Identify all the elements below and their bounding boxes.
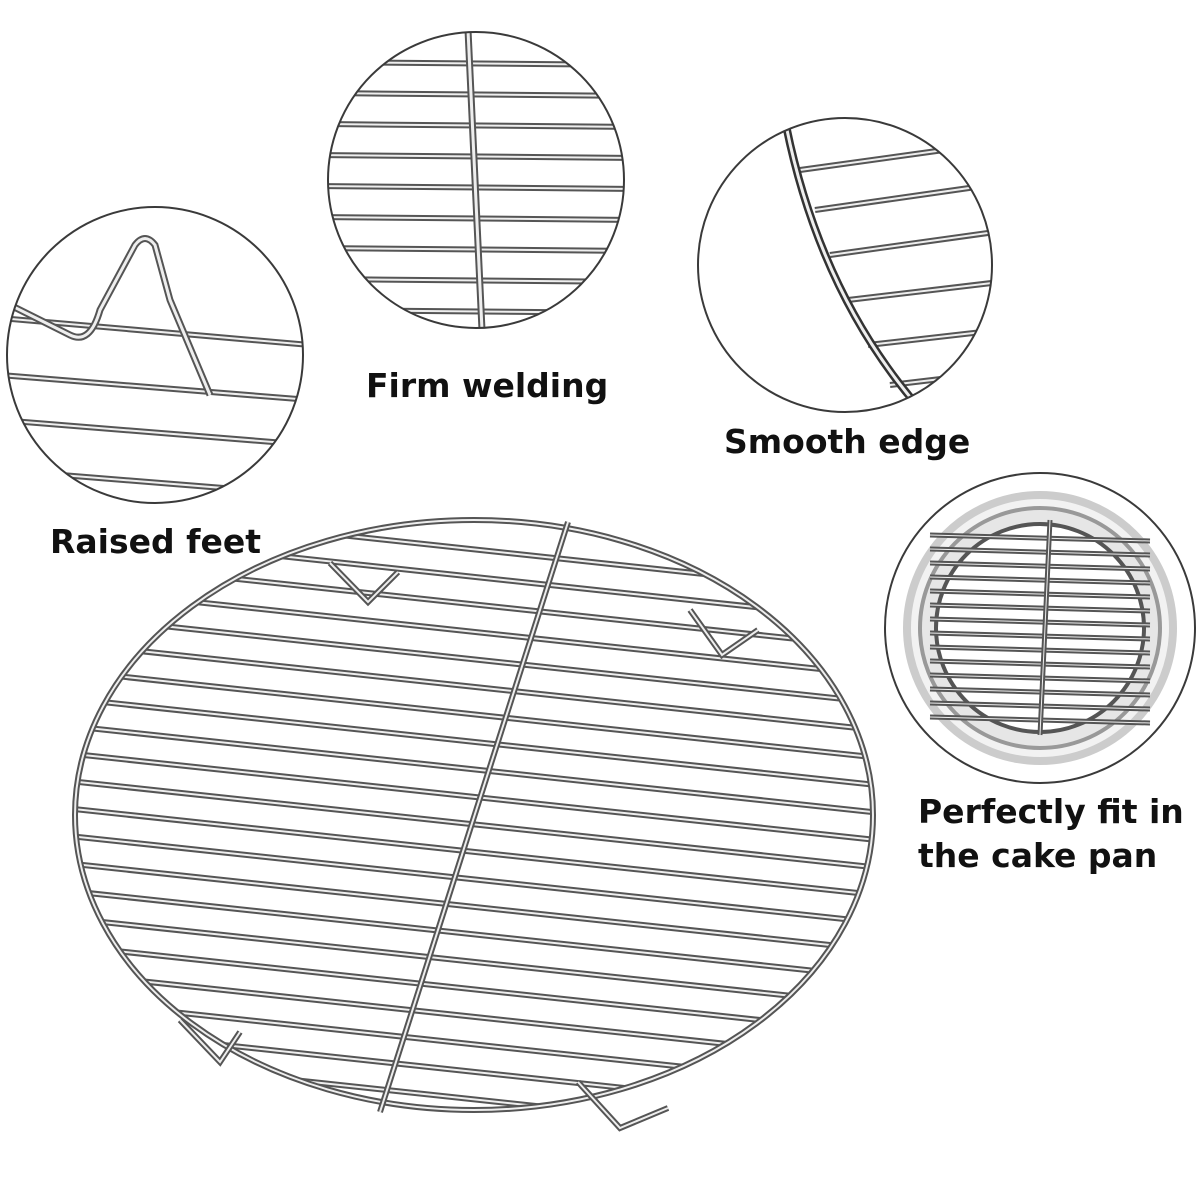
firm-welding-label: Firm welding: [366, 366, 609, 405]
rack-foot: [687, 608, 760, 660]
cake-pan-fit-label: Perfectly fit in the cake pan: [918, 790, 1184, 878]
smooth-edge-label: Smooth edge: [724, 422, 971, 461]
rack-foot: [575, 1079, 670, 1132]
rack-foot: [177, 1017, 243, 1067]
smooth-edge-detail: [697, 117, 993, 413]
cake-pan-fit-label-line1: Perfectly fit in: [918, 792, 1184, 831]
cake-pan-detail: [884, 472, 1196, 784]
raised-feet-detail: [6, 206, 304, 504]
cake-pan-fit-label-line2: the cake pan: [918, 836, 1158, 875]
firm-welding-detail: [327, 31, 625, 329]
main-rack: [72, 517, 876, 1132]
rack-foot: [327, 560, 401, 607]
main-rack-bars: [75, 520, 873, 1110]
raised-feet-label: Raised feet: [50, 522, 262, 561]
